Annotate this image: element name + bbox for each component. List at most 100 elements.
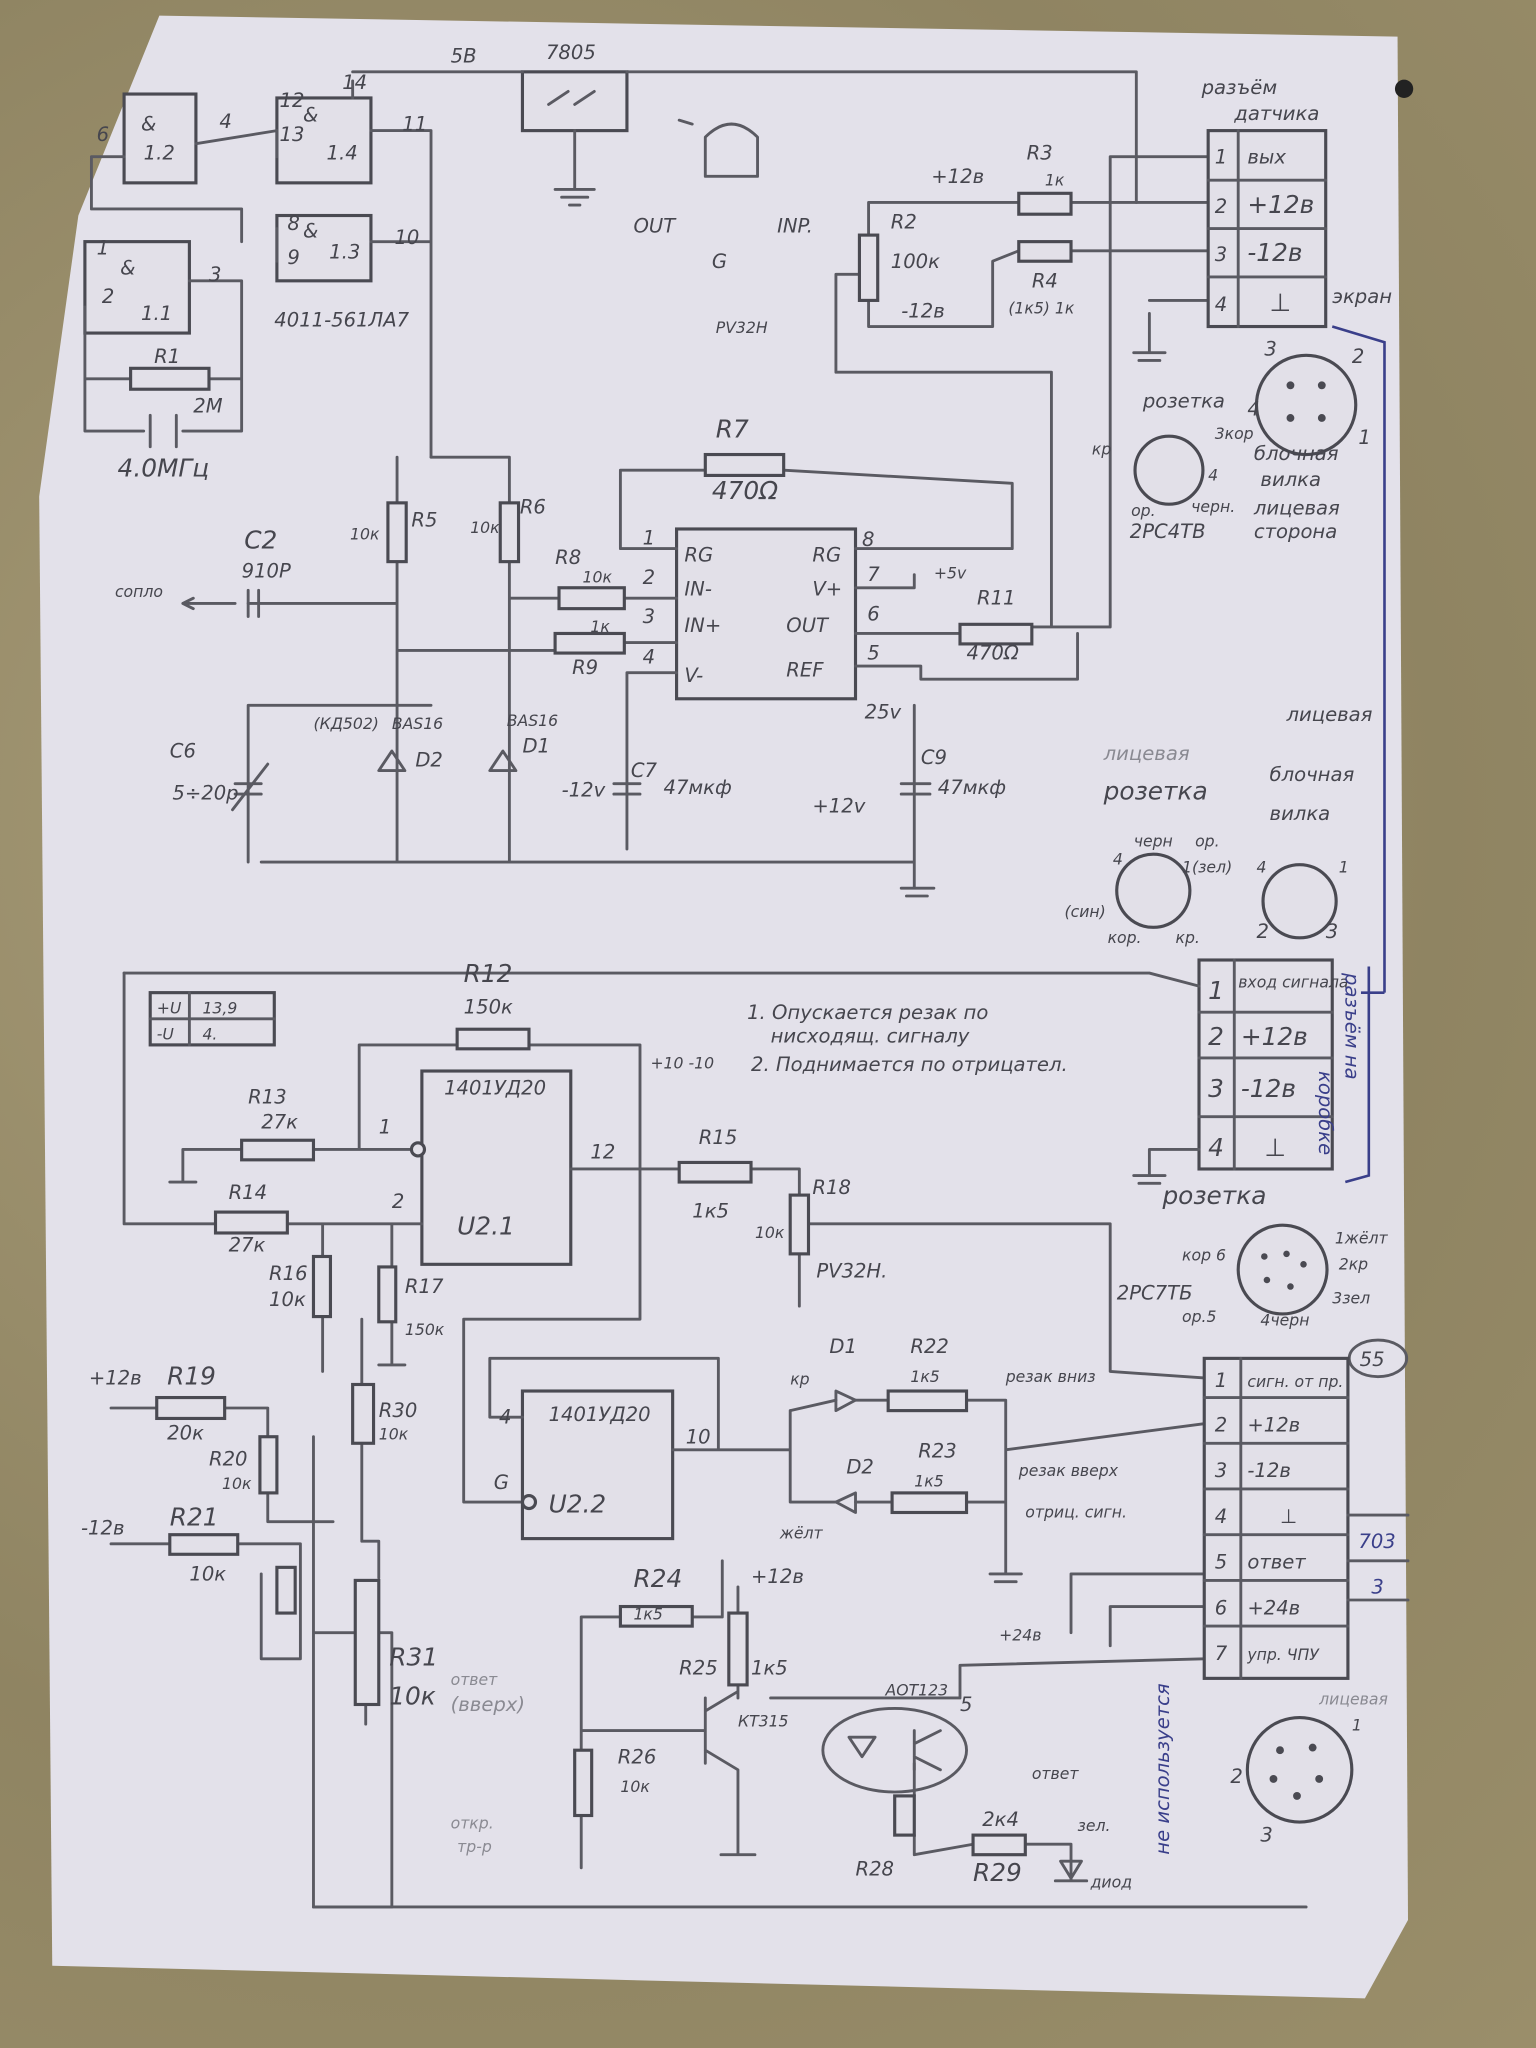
label-comparator-r23-value: 1к5	[914, 1471, 943, 1490]
label-connector-cnc-rows-5-1: +24в	[1247, 1596, 1300, 1619]
label-connector-cnc-rows-6-1: упр. ЧПУ	[1246, 1645, 1320, 1664]
wire	[181, 588, 261, 618]
label-oscillator-gate-symbol: &	[120, 256, 135, 279]
label-connector-front-plug-pins-3: 3	[1326, 920, 1338, 943]
label-connector-cnc-rows-0-1: сигн. от пр.	[1247, 1372, 1343, 1391]
connector-mark	[1269, 1775, 1278, 1783]
label-amp1-r8-value: 10к	[583, 568, 613, 587]
connector-mark	[1286, 381, 1295, 390]
label-connector-cnc-rows-1-1: +12в	[1247, 1414, 1300, 1437]
label-connector-sensor-socket-type: 2РС4ТВ	[1130, 520, 1206, 543]
label-notes-2: 2. Поднимается по отрицател.	[751, 1053, 1068, 1076]
label-amp2-supply-mark: +10 -10	[650, 1053, 714, 1072]
label-sensor-input-r4: R4	[1032, 269, 1058, 292]
label-oscillator-gate-symbol: &	[303, 103, 318, 126]
label-connector-box-rows-0-1: вход сигнала	[1238, 972, 1348, 991]
label-amp1-c9: C9	[921, 746, 947, 769]
label-connector-sensor-rows-1-1: +12в	[1247, 190, 1314, 219]
label-connector-cnc-socket-pins-3: 3зел	[1332, 1289, 1370, 1308]
label-connector-sensor-plug-pins-1: 2	[1352, 345, 1364, 368]
component-body	[455, 1027, 531, 1051]
label-output-stage-r25-value: 1к5	[751, 1656, 788, 1679]
wire	[1202, 1356, 1410, 1680]
label-amp1-names-left-3: V-	[684, 664, 703, 687]
label-amp1-d2-type: BAS16	[392, 714, 443, 733]
label-connector-cnc-rows-5-0: 6	[1215, 1596, 1227, 1619]
label-amp1-names-right-2: OUT	[786, 614, 830, 637]
label-sensor-input-r4-value: (1к5) 1к	[1008, 298, 1075, 317]
label-amp1-r9: R9	[572, 656, 598, 679]
label-connector-sensor-rows-1-0: 2	[1215, 195, 1227, 218]
label-amp1-minus12: -12v	[562, 779, 606, 802]
label-amp1-names-right-1: V+	[812, 578, 842, 601]
connector-mark	[1261, 863, 1338, 940]
connector-mark	[1317, 414, 1326, 422]
regulator-7805: 5В 7805 OUT INP. G	[351, 41, 1138, 273]
label-regulator-ic: 7805	[546, 41, 596, 64]
component-body	[857, 233, 880, 302]
label-connector-front-plug-pins-0: 4	[1256, 857, 1266, 876]
label-connector-front-socket-pins-4: (син)	[1064, 902, 1105, 921]
socket-4pin	[1133, 434, 1205, 506]
label-amp1-names-right-3: REF	[786, 659, 824, 682]
label-oscillator-pins-4: 14	[342, 71, 367, 94]
label-connector-front-plug-pins-1: 1	[1339, 857, 1349, 876]
label-connector-sensor-socket-pins-0: 3кор	[1215, 424, 1254, 443]
component-body	[520, 1389, 675, 1541]
label-comparator-ic: 1401УД20	[549, 1403, 651, 1426]
label-connector-sensor-plug-pins-3: 1	[1358, 426, 1370, 449]
label-regulator-inp: INP.	[777, 214, 813, 237]
component-body	[83, 240, 191, 335]
connector-mark	[1276, 1746, 1284, 1755]
label-amp1-c7-value: 47мкф	[664, 776, 732, 799]
label-oscillator-crystal: 4.0МГц	[118, 454, 210, 483]
label-connector-cnc-rows-2-1: -12в	[1247, 1459, 1291, 1482]
label-amp2-r18: R18	[812, 1176, 851, 1199]
component-body	[886, 1389, 969, 1413]
label-amp1-c6: C6	[170, 740, 196, 763]
label-connector-front-socket-pins-3: 1(зел)	[1182, 857, 1232, 876]
label-comparator-up: резак вверх	[1018, 1461, 1119, 1480]
label-supply-table-0-0: +U	[157, 999, 182, 1018]
label-amp1-names-left-2: IN+	[684, 614, 721, 637]
label-connector-sensor-plug-label-0: блочная	[1254, 442, 1339, 465]
label-sensor-input-plus: +12в	[931, 165, 984, 188]
label-offset-r31-value: 10к	[389, 1681, 436, 1710]
label-output-stage-r25: R25	[679, 1656, 718, 1679]
label-connector-cnc-rows-2-0: 3	[1215, 1459, 1227, 1482]
wire	[231, 749, 932, 812]
label-output-stage-r26: R26	[618, 1745, 657, 1768]
label-sensor-input-r3: R3	[1027, 141, 1053, 164]
component-body	[553, 631, 626, 655]
label-offset-r21: R21	[170, 1503, 219, 1532]
label-amp1-v25: 25v	[865, 700, 902, 723]
component-body	[258, 1435, 279, 1495]
connector-mark	[1236, 1223, 1329, 1316]
label-amp2-pin12: 12	[590, 1141, 615, 1164]
label-connector-sensor-front-side-1: сторона	[1254, 520, 1337, 543]
label-connector-sensor-title-1: датчика	[1233, 102, 1319, 125]
label-comparator-neg: отриц. сигн.	[1025, 1503, 1127, 1522]
label-comparator-r23: R23	[918, 1440, 957, 1463]
label-offset-r20: R20	[209, 1447, 248, 1470]
label-sensor-input-r2: R2	[891, 211, 917, 234]
label-output-stage-r24: R24	[633, 1564, 682, 1593]
component-body	[386, 501, 408, 564]
label-connector-cnc-rows-3-0: 4	[1215, 1505, 1227, 1528]
label-amp1-plus5: +5v	[934, 564, 967, 583]
label-notes-0: 1. Опускается резак по	[747, 1001, 988, 1024]
label-offset-r21-value: 10к	[189, 1562, 226, 1585]
label-connector-front-socket-pins-2: ор.	[1195, 831, 1220, 850]
label-amp1-names-left-0: RG	[684, 544, 713, 567]
label-amp1-pins-right-3: 5	[867, 642, 879, 665]
connector-mark	[409, 1141, 427, 1158]
label-amp1-d2-alt: (КД502)	[313, 714, 378, 733]
wire	[1344, 966, 1371, 1184]
label-amp2-unit: U2.1	[457, 1211, 515, 1240]
label-connector-sensor-title-0: разъём	[1201, 76, 1278, 99]
component-body	[958, 622, 1034, 646]
label-amp1-d1: D1	[522, 734, 550, 757]
label-amp2-r14-value: 27к	[229, 1233, 266, 1256]
